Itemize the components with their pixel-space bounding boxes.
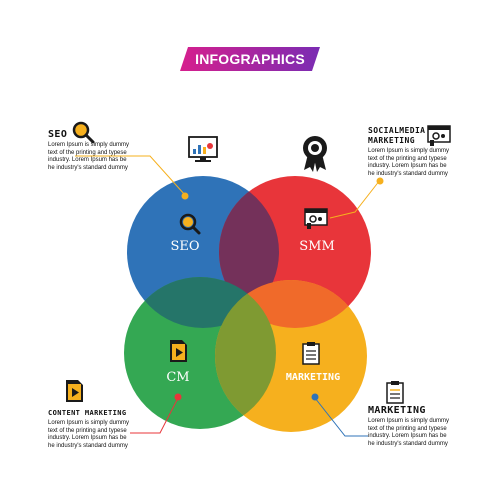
seo-circle-label: SEO: [170, 239, 199, 254]
connector-cm: [130, 393, 182, 434]
smm-callout: SOCIALMEDIA MARKETING Lorem Ipsum is sim…: [368, 126, 480, 178]
connector-seo: [75, 155, 189, 200]
smm-callout-body: Lorem Ipsum is simply dummy text of the …: [368, 148, 450, 177]
banner-title: INFOGRAPHICS: [195, 51, 305, 67]
clipboard-icon: [302, 342, 320, 365]
magnifier-icon: [179, 213, 201, 235]
connector-marketing: [311, 393, 368, 437]
marketing-callout-title: MARKETING: [368, 405, 426, 416]
marketing-callout-body: Lorem Ipsum is simply dummy text of the …: [368, 418, 450, 447]
monitor-chart-icon: [188, 136, 218, 162]
infographics-banner: INFOGRAPHICS: [180, 47, 320, 71]
seo-callout-title: SEO: [48, 129, 68, 140]
connector-smm: [329, 177, 384, 219]
cm-callout-title: CONTENT MARKETING: [48, 409, 127, 417]
smm-circle-label: SMM: [299, 239, 335, 254]
seo-callout-body: Lorem Ipsum is simply dummy text of the …: [48, 142, 130, 171]
seo-callout-magnifier-icon: [72, 121, 95, 144]
cm-callout-body: Lorem Ipsum is simply dummy text of the …: [48, 420, 130, 449]
marketing-circle-label: MARKETING: [286, 372, 340, 383]
cm-marketing-overlap: [215, 280, 276, 429]
play-file-icon: [170, 340, 187, 362]
browser-gear-icon: [304, 208, 328, 229]
cm-circle-label: CM: [166, 370, 189, 385]
award-badge-icon: [303, 136, 327, 172]
seo-callout: SEO Lorem Ipsum is simply dummy text of …: [48, 130, 168, 172]
banner-shape: [180, 47, 320, 71]
marketing-callout: MARKETING Lorem Ipsum is simply dummy te…: [368, 406, 480, 448]
smm-callout-browser-icon: [427, 125, 451, 146]
smm-callout-title: SOCIALMEDIA MARKETING: [368, 126, 426, 145]
marketing-callout-clipboard-icon: [386, 381, 404, 404]
cm-callout-play-file-icon: [66, 380, 83, 402]
cm-callout: CONTENT MARKETING Lorem Ipsum is simply …: [48, 408, 168, 450]
